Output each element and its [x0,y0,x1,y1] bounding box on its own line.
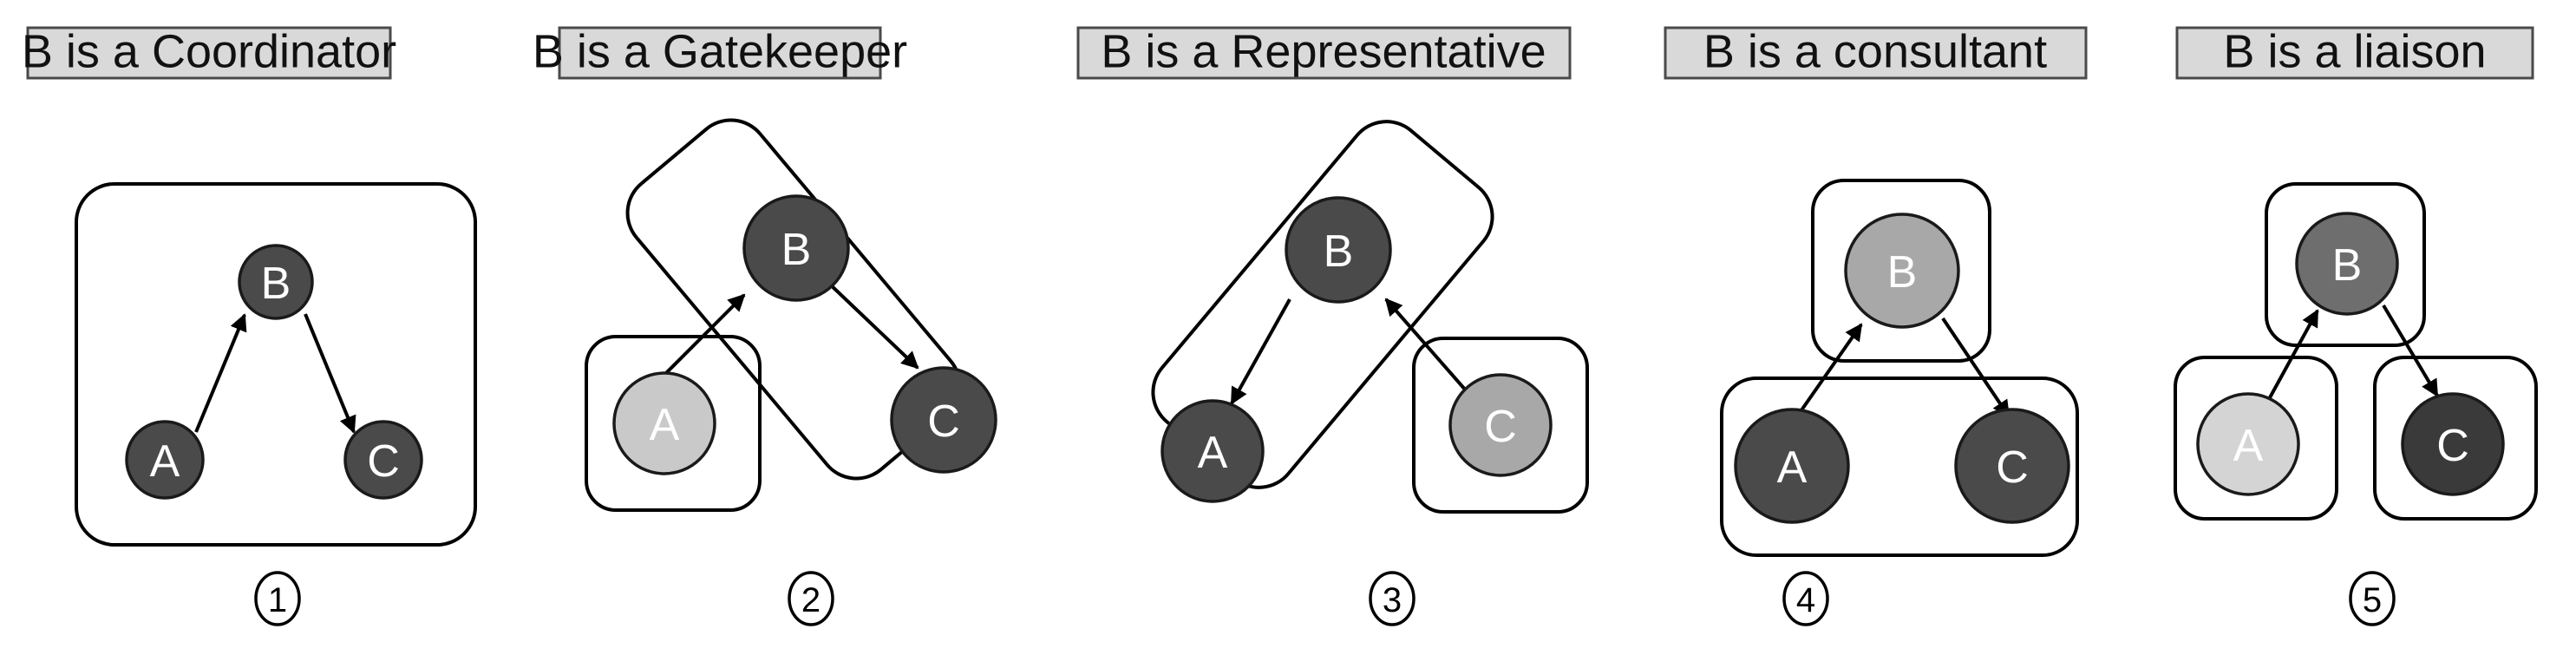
panel-2-number-label: 2 [801,581,821,619]
panel-4-node-C [1954,408,2070,524]
panel-5-node-A [2196,392,2300,496]
panel-4: B is a consultant B A C 4 [1664,25,2088,626]
panel-1-header-box [26,26,392,80]
panel-3-header-label: B is a Representative [1101,25,1546,77]
panel-1-node-A-label: A [150,436,180,487]
panel-5-group-box-g2 [2174,356,2338,521]
panel-3: B is a Representative B A C 3 [1076,25,1589,626]
panel-1-node-C [343,420,423,500]
panel-5-group-box-g3 [2373,356,2538,521]
panel-4-group-box-g2 [1720,377,2079,557]
panel-5-node-B [2295,212,2399,316]
panel-5-node-A-label: A [2233,421,2264,471]
panel-4-edge-B-to-C [1941,317,2010,418]
panel-4-number-circle [1782,571,1829,626]
panel-5-header-label: B is a liaison [2223,25,2486,77]
panel-4-node-C-label: C [1996,442,2029,493]
panel-1-header-label: B is a Coordinator [22,25,396,77]
panel-5-group-box-g1 [2265,182,2426,347]
panel-2-node-C [890,366,997,474]
panel-2-node-B-label: B [781,225,812,275]
panel-5-edge-A-to-B [2266,309,2319,402]
panel-4-edge-A-to-B [1795,323,1863,418]
panel-5-number-label: 5 [2363,581,2382,619]
panel-3-node-C [1448,373,1553,477]
panel-4-number-label: 4 [1796,581,1815,619]
panel-2-node-A-label: A [650,400,680,450]
panel-1: B is a Coordinator B A C 1 [22,25,477,626]
panel-1-node-C-label: C [367,436,400,487]
panel-2: B is a Gatekeeper B C A 2 [533,25,997,626]
panel-4-header-label: B is a consultant [1703,25,2047,77]
panel-4-node-B-label: B [1887,247,1918,298]
panel-3-node-C-label: C [1484,402,1517,452]
panel-1-edge-B-to-C [304,313,356,434]
panel-5-node-B-label: B [2332,240,2363,291]
panel-3-edge-B-to-A [1230,298,1291,405]
panel-3-number-label: 3 [1383,581,1402,619]
panel-5-edge-B-to-C [2382,304,2439,397]
panel-1-node-A [125,420,205,500]
panel-4-node-A-label: A [1777,442,1808,493]
panel-3-node-A [1161,399,1265,503]
panel-2-header-label: B is a Gatekeeper [533,25,907,77]
panel-1-node-B-label: B [261,259,291,309]
panel-3-header-box [1076,26,1572,80]
panel-3-edge-C-to-B [1384,298,1468,392]
panel-2-node-C-label: C [927,396,960,447]
panel-1-group-box-g1 [75,182,477,547]
panel-3-node-B [1285,196,1392,304]
panel-3-group-box-g2 [1412,337,1589,514]
panel-1-edge-A-to-B [194,313,247,433]
panel-5: B is a liaison B A C 5 [2174,25,2538,626]
panel-2-edge-B-to-C [826,280,919,370]
panel-2-node-A [612,371,716,475]
panel-3-node-A-label: A [1198,428,1228,478]
panel-5-number-circle [2349,571,2396,626]
panel-1-node-B [238,244,314,320]
panel-4-group-box-g1 [1811,179,1991,363]
panel-5-node-C-label: C [2436,421,2469,471]
panel-5-node-C [2401,392,2505,496]
panel-2-header-box [558,26,882,80]
panel-4-node-A [1734,408,1850,524]
panel-1-number-label: 1 [268,581,287,619]
panel-2-group-box-g1 [585,335,762,512]
panel-2-number-circle [788,571,834,626]
panel-4-header-box [1664,26,2088,80]
panel-3-node-B-label: B [1324,226,1354,277]
panel-5-header-box [2175,26,2534,80]
panel-4-node-B [1844,213,1960,329]
panel-3-number-circle [1369,571,1415,626]
panel-1-number-circle [254,571,301,626]
panel-2-node-B [742,194,850,302]
